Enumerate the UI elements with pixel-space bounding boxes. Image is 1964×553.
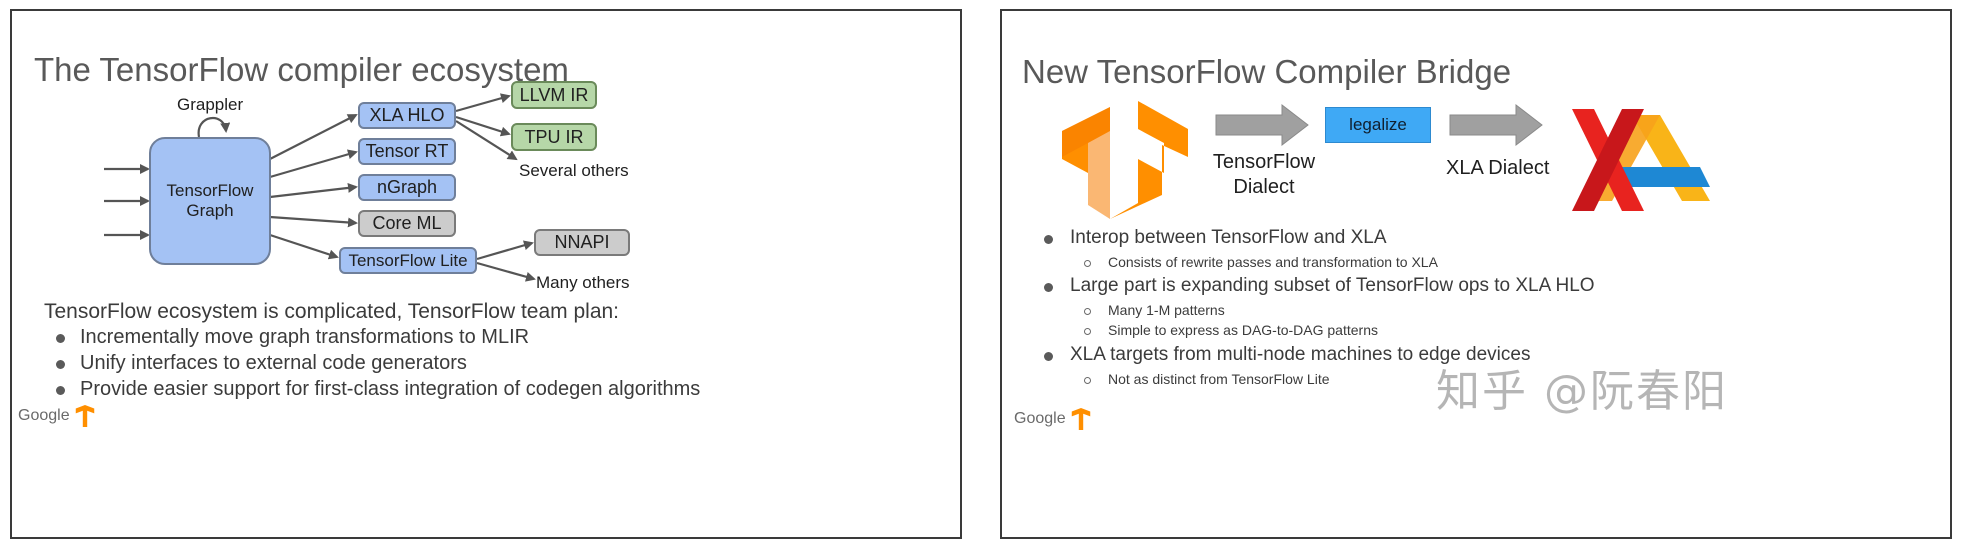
tensorflow-dialect-label: TensorFlow Dialect [1212,151,1316,198]
plan-bullet: Incrementally move graph transformations… [80,326,530,348]
bridge-sub-bullet: Simple to express as DAG-to-DAG patterns [1108,322,1378,338]
target-label: XLA HLO [369,105,445,125]
block-arrow-right [1449,103,1543,147]
bullet-dot [1044,352,1053,361]
output-box-llvm-ir: LLVM IR [511,81,597,109]
bridge-sub-bullet: Not as distinct from TensorFlow Lite [1108,371,1330,387]
legalize-box: legalize [1325,107,1431,143]
target-label: nGraph [376,177,438,197]
output-box-tpu-ir: TPU IR [511,123,597,151]
arrow-to-tpu-ir [455,115,511,137]
output-label: NNAPI [554,232,610,252]
grappler-label: Grappler [177,95,244,114]
diagram-arrows [104,93,536,282]
pipeline-arrows [1215,103,1543,147]
bullet-dot [1044,283,1053,292]
plan-intro-text: TensorFlow ecosystem is complicated, Ten… [44,300,620,323]
xla-logo-icon [1572,109,1710,211]
arrow-to-ngraph [269,182,358,199]
tensorflow-graph-box: TensorFlow Graph [149,137,271,265]
plan-bullet: Provide easier support for first-class i… [80,378,701,400]
output-label: TPU IR [524,126,584,147]
arrow-to-several-others [455,120,518,161]
bullet-dot [56,334,65,343]
target-label: TensorFlow Lite [348,250,468,270]
google-footer-logo: Google [1014,410,1066,427]
bridge-bullet: Interop between TensorFlow and XLA [1070,227,1387,248]
bridge-bullet: XLA targets from multi-node machines to … [1070,344,1531,365]
google-footer-logo: Google [18,407,70,424]
tensorflow-small-logo-icon [75,405,95,427]
bridge-sub-bullet: Many 1-M patterns [1108,302,1225,318]
sub-bullet-ring [1084,377,1091,384]
slide-compiler-bridge: New TensorFlow Compiler Bridge legalize … [1000,9,1952,539]
plan-bullet: Unify interfaces to external code genera… [80,352,467,374]
grappler-loop-arrow [197,116,231,138]
sub-bullet-ring [1084,260,1091,267]
many-others-label: Many others [536,273,630,292]
tensorflow-small-logo-icon [1071,408,1091,430]
output-label: LLVM IR [519,84,589,105]
bullet-dot [1044,235,1053,244]
bridge-sub-bullet: Consists of rewrite passes and transform… [1108,254,1438,270]
slide-title: The TensorFlow compiler ecosystem [34,51,569,88]
watermark-text: 知乎 @阮春阳 [1436,366,1728,417]
block-arrow-right [1215,103,1309,147]
bullet-dot [56,386,65,395]
arrow-to-many-others [476,261,536,282]
xla-dialect-label: XLA Dialect [1446,157,1550,179]
tensorflow-logo-icon [1062,101,1188,219]
several-others-label: Several others [519,161,629,180]
slide-title: New TensorFlow Compiler Bridge [1022,53,1512,90]
bridge-bullet: Large part is expanding subset of Tensor… [1070,275,1595,296]
arrow-to-llvm-ir [455,93,511,113]
target-label: Core ML [372,213,442,233]
target-box-ngraph: nGraph [358,174,456,201]
slide-compiler-ecosystem: The TensorFlow compiler ecosystem [10,9,962,539]
arrow-to-tensorflow-lite [269,233,339,260]
output-box-nnapi: NNAPI [534,229,630,256]
arrow-to-core-ml [269,215,358,228]
sub-bullet-ring [1084,328,1091,335]
arrow-to-xla-hlo [269,114,358,160]
legalize-label: legalize [1349,115,1407,134]
target-label: Tensor RT [365,141,449,161]
target-box-tensorflow-lite: TensorFlow Lite [339,247,477,274]
target-box-core-ml: Core ML [358,210,456,237]
sub-bullet-ring [1084,308,1091,315]
target-box-tensor-rt: Tensor RT [358,138,456,165]
arrow-to-nnapi [476,240,534,261]
tensorflow-graph-label: TensorFlow Graph [166,181,254,220]
arrow-to-tensor-rt [269,149,358,179]
target-box-xla-hlo: XLA HLO [358,102,456,129]
bullet-dot [56,360,65,369]
